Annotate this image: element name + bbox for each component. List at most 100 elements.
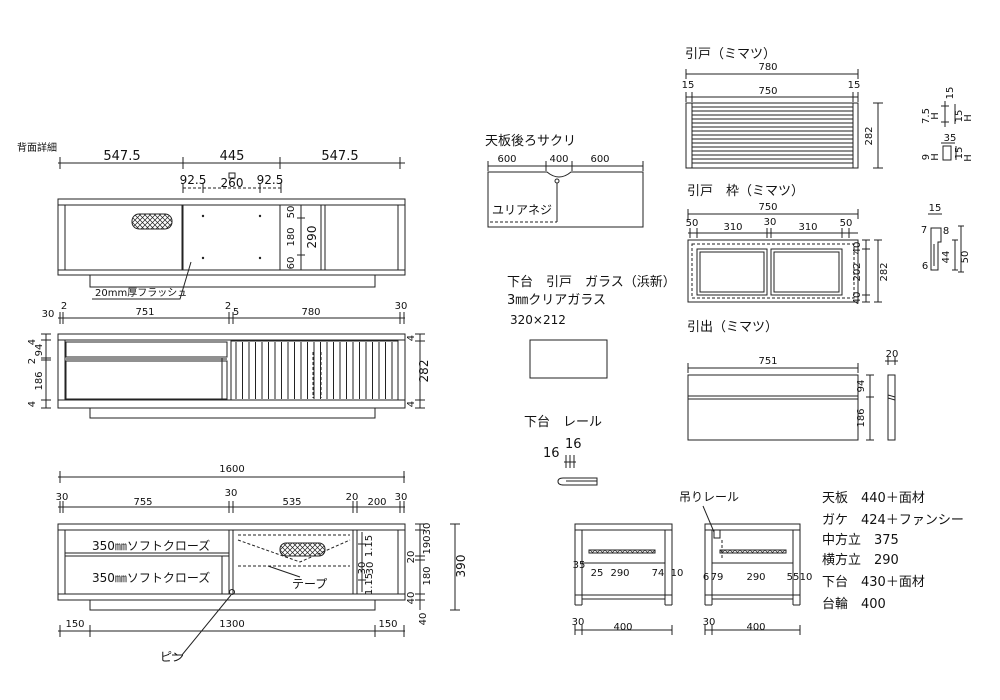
dim-label: 30: [703, 617, 716, 628]
drawer-title: 引出（ミマツ）: [687, 320, 778, 335]
dim-label: 310: [723, 222, 742, 233]
dim-label: 8: [943, 226, 949, 237]
door-width-dimension: [685, 69, 859, 102]
dim-label: 282: [879, 262, 890, 281]
dim-label: 92.5: [257, 173, 284, 187]
dim-label: 400: [746, 622, 765, 633]
shelf-section: [719, 549, 787, 554]
dim-label: 35: [944, 133, 957, 144]
dim-label: H: [963, 154, 974, 162]
dim-label: 400: [549, 154, 568, 165]
dim-label: 55: [787, 572, 800, 583]
drawer-label-lower: 350㎜ソフトクローズ: [92, 570, 210, 585]
dim-label: 16: [543, 446, 560, 461]
dim-label: 5: [233, 307, 239, 318]
rail-spec: 下台 レール 16 16: [524, 415, 602, 486]
dim-label: 10: [671, 568, 684, 579]
dim-label: 186: [856, 408, 867, 427]
dim-label: 30: [395, 301, 408, 312]
front-cabinet-outline: [57, 333, 406, 419]
dim-label: 180: [422, 566, 433, 585]
dim-label: 25: [591, 568, 604, 579]
dim-label: 751: [758, 356, 777, 367]
dim-label: 290: [610, 568, 629, 579]
dim-label: 186: [34, 371, 45, 390]
dim-label: 1.15: [364, 573, 375, 595]
leader-line: [702, 505, 715, 533]
dim-label: 20: [406, 551, 417, 564]
top-cut-title: 天板後ろサクリ: [485, 134, 576, 149]
top-board-outline: [487, 171, 644, 228]
dim-label: 190: [422, 535, 433, 554]
dim-label: 50: [840, 218, 853, 229]
dim-label: 4: [406, 335, 417, 341]
dim-label: 30: [56, 492, 69, 503]
dim-label: 15: [954, 147, 965, 160]
shelf-section: [588, 549, 656, 554]
dim-label: 1300: [219, 619, 244, 630]
dim-label: 15: [929, 203, 942, 214]
glass-spec: 下台 引戸 ガラス（浜新） 3㎜クリアガラス 320×212: [507, 274, 676, 379]
left-section-outline: [574, 523, 673, 606]
dim-label: 15: [682, 80, 695, 91]
interior-cabinet-outline: [57, 523, 406, 611]
interior-width-dimension: [58, 501, 405, 513]
front-width-dimension: [58, 312, 405, 324]
frame-title: 引戸 枠（ミマツ）: [687, 184, 804, 199]
screw-points: [201, 214, 262, 260]
dim-label: 547.5: [321, 149, 358, 164]
door-slats: [692, 106, 853, 164]
dim-label: 290: [746, 572, 765, 583]
dim-label: 74: [652, 568, 665, 579]
dim-label: 1600: [219, 464, 244, 475]
dim-label: 30: [572, 617, 585, 628]
interior-view: 1600 30 755 30 535 20 200 30: [56, 464, 468, 664]
pin-label: ピン: [160, 650, 184, 664]
dim-label: H: [930, 112, 941, 120]
dim-label: 50: [286, 206, 297, 219]
door-outline: [685, 102, 859, 169]
spec-item: 中方立 375: [822, 532, 899, 548]
flush-note: 20mm厚フラッシュ: [95, 287, 187, 299]
dim-label: 445: [220, 149, 245, 164]
dim-label: 2: [61, 301, 67, 312]
dim-label: 750: [758, 86, 777, 97]
dim-label: 390: [454, 555, 468, 578]
pin-marker: [229, 589, 235, 595]
frame-width-dimension: [687, 209, 859, 238]
dim-label: H: [963, 114, 974, 122]
dim-label: 2: [225, 301, 231, 312]
drawer-height-dimension: [866, 374, 874, 441]
dim-label: 600: [497, 154, 516, 165]
left-section-view: 35 25 290 74 10 30 400: [572, 523, 684, 635]
door-stile-profile: [941, 142, 957, 161]
dim-label: 4: [27, 339, 38, 345]
right-section-depth-dimension: [704, 625, 801, 635]
top-cut-dimension: [487, 161, 644, 171]
back-width-dimension: [58, 157, 405, 169]
dim-label: 7: [921, 225, 927, 236]
right-section-outline: [704, 523, 801, 606]
dim-label: 1.15: [364, 535, 375, 557]
right-section-view: 吊りレール 6 79 290 55 10 30 400: [679, 490, 812, 635]
base-width-dimension: [58, 625, 405, 637]
dim-label: 15: [848, 80, 861, 91]
dim-label: 290: [305, 226, 319, 249]
total-width-dimension: [58, 471, 405, 483]
leader-line: [172, 594, 232, 656]
dim-label: 20: [346, 492, 359, 503]
dim-label: 94: [856, 380, 867, 393]
dim-label: 50: [686, 218, 699, 229]
dim-label: 15: [954, 110, 965, 123]
door-profile-details: 15 7.5 H 15 H 35 9 H 15 H: [921, 87, 974, 162]
handle-hole: [131, 213, 173, 230]
dim-label: 7.5: [921, 108, 932, 124]
dim-label: 282: [417, 360, 431, 383]
dim-label: 40: [406, 592, 417, 605]
screw-label: ユリアネジ: [492, 203, 552, 217]
dim-label: 94: [34, 344, 45, 357]
door-height-dimension: [873, 102, 883, 169]
screw-point: [554, 178, 560, 184]
dim-label: 6: [922, 261, 928, 272]
